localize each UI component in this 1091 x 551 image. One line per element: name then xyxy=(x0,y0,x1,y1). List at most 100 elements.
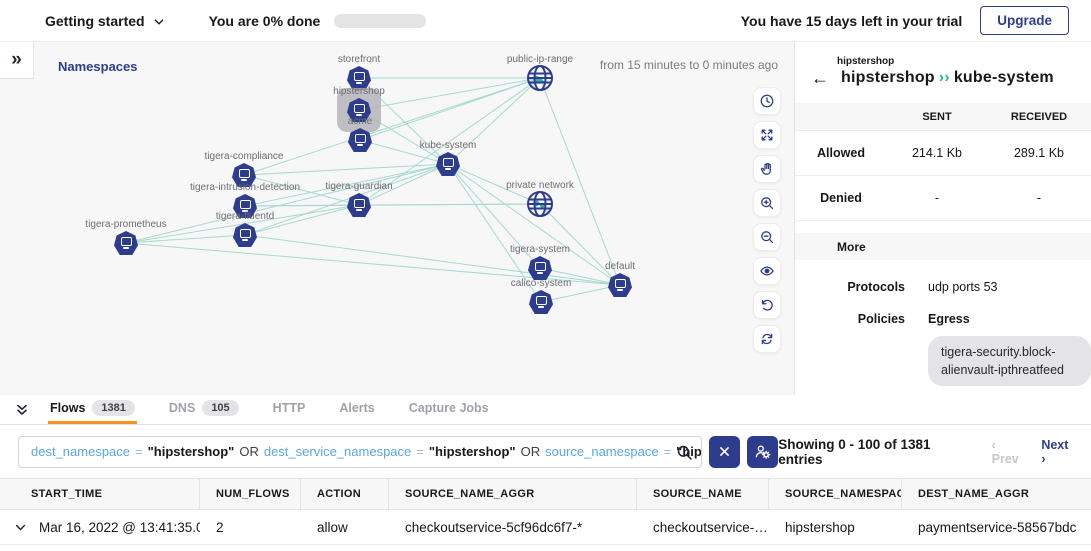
query-token-op: = xyxy=(135,443,143,459)
node-label: acme xyxy=(347,116,373,127)
refresh-icon xyxy=(761,333,773,345)
namespace-icon xyxy=(233,223,257,247)
node-label: public-ip-range xyxy=(506,54,574,65)
column-header-source_name[interactable]: SOURCE_NAME xyxy=(637,479,769,509)
prev-page-button[interactable]: ‹ Prev xyxy=(991,437,1019,466)
pan-hand-icon xyxy=(760,162,771,175)
column-header-action[interactable]: ACTION xyxy=(301,479,389,509)
egress-label: Egress xyxy=(928,312,970,326)
row-expander[interactable] xyxy=(14,521,27,534)
policies-label: Policies xyxy=(857,312,905,326)
getting-started-label: Getting started xyxy=(45,12,145,29)
cell: paymentservice-58567bdc xyxy=(918,519,1077,535)
search-icon xyxy=(676,444,693,466)
time-range-label: from 15 minutes to 0 minutes ago xyxy=(599,58,778,72)
query-token-keyword: OR xyxy=(520,443,541,459)
query-token-op: = xyxy=(663,443,672,459)
query-settings-button[interactable] xyxy=(747,435,779,468)
trial-countdown: You have 15 days left in your trial xyxy=(740,12,963,29)
progress-bar xyxy=(334,13,427,28)
next-page-button[interactable]: Next › xyxy=(1041,437,1069,466)
column-header-num_flows[interactable]: NUM_FLOWS xyxy=(200,479,301,509)
progress-label: You are 0% done xyxy=(208,12,321,29)
namespace-icon xyxy=(347,193,371,217)
namespace-icon xyxy=(233,194,257,218)
clock-button[interactable] xyxy=(753,87,781,115)
protocols-label: Protocols xyxy=(847,280,905,294)
pan-hand-button[interactable] xyxy=(753,155,781,183)
fit-screen-button[interactable] xyxy=(753,121,781,149)
tab-label: Flows xyxy=(50,401,86,415)
zoom-out-button[interactable] xyxy=(753,223,781,251)
upgrade-button[interactable]: Upgrade xyxy=(980,6,1069,35)
tab-capture-jobs[interactable]: Capture Jobs xyxy=(407,395,491,424)
eye-button[interactable] xyxy=(753,257,781,285)
tab-label: DNS xyxy=(168,401,196,415)
column-header-source_namespace[interactable]: SOURCE_NAMESPACE xyxy=(769,479,902,509)
tab-http[interactable]: HTTP xyxy=(271,395,308,424)
policy-pill[interactable]: tigera-security.block-alienvault-ipthrea… xyxy=(928,336,1091,387)
more-section-header: More xyxy=(795,233,1091,260)
network-globe-icon xyxy=(525,189,555,219)
back-arrow-button[interactable]: ← xyxy=(811,68,829,88)
cell: 2 xyxy=(216,519,224,535)
tab-label: Capture Jobs xyxy=(408,401,489,415)
graph-toolbar xyxy=(753,87,781,353)
namespace-icon xyxy=(347,98,371,122)
namespace-icon xyxy=(232,163,256,187)
zoom-out-icon xyxy=(761,231,774,244)
undo-button[interactable] xyxy=(753,291,781,319)
zoom-in-button[interactable] xyxy=(753,189,781,217)
expand-sidebar-button[interactable]: » xyxy=(0,42,34,79)
tab-alerts[interactable]: Alerts xyxy=(337,395,376,424)
column-header-dest_name_aggr[interactable]: DEST_NAME_AGGR xyxy=(918,488,1030,500)
received-column-header: RECEIVED xyxy=(1010,110,1068,123)
graph-title: Namespaces xyxy=(58,59,138,74)
flow-row[interactable]: Mar 16, 2022 @ 13:41:35.0002allowcheckou… xyxy=(0,510,1091,545)
column-header-start_time[interactable]: START_TIME xyxy=(0,479,200,509)
cell: hipstershop xyxy=(785,519,855,535)
node-label: hipstershop xyxy=(333,86,385,97)
node-label: calico-system xyxy=(510,278,572,289)
clock-icon xyxy=(760,94,774,108)
chevron-down-icon xyxy=(154,18,163,25)
namespace-icon xyxy=(608,273,632,297)
tab-dns[interactable]: DNS 105 xyxy=(167,395,241,424)
query-token-op: = xyxy=(416,443,424,459)
sent-column-header: SENT xyxy=(922,110,952,123)
query-token-keyword: OR xyxy=(239,443,259,459)
namespace-icon xyxy=(436,152,460,176)
chevron-down-icon xyxy=(15,524,26,530)
collapse-panel-button[interactable] xyxy=(14,395,30,424)
breadcrumb: hipstershop xyxy=(837,56,895,67)
user-gear-icon xyxy=(755,445,771,459)
column-header-source_name_aggr[interactable]: SOURCE_NAME_AGGR xyxy=(389,479,637,509)
node-label: storefront xyxy=(337,54,381,65)
panel-title: hipstershop››kube-system xyxy=(841,69,1054,86)
node-label: tigera-fluentd xyxy=(215,211,275,222)
tab-count-badge: 105 xyxy=(202,400,239,416)
edge-detail-panel: hipstershop ← hipstershop››kube-system S… xyxy=(795,42,1091,395)
cell: checkoutservice-… xyxy=(653,519,768,535)
policy-pill-list: tigera-security.block-alienvault-ipthrea… xyxy=(928,336,1091,395)
clear-query-button[interactable] xyxy=(708,435,741,468)
getting-started-menu[interactable]: Getting started xyxy=(45,13,165,29)
namespace-icon xyxy=(347,66,371,90)
eye-icon xyxy=(760,266,774,276)
double-chevron-down-icon xyxy=(17,404,27,415)
cell-start-time: Mar 16, 2022 @ 13:41:35.000 xyxy=(39,519,200,535)
namespace-icon xyxy=(529,290,553,314)
query-token-value: "hipstershop" xyxy=(428,443,516,459)
namespace-icon xyxy=(528,256,552,280)
network-globe-icon xyxy=(525,63,555,93)
refresh-button[interactable] xyxy=(753,325,781,353)
node-label: tigera-compliance xyxy=(204,151,284,162)
top-bar: Getting started You are 0% done You have… xyxy=(0,0,1091,42)
query-token-field: dest_service_namespace xyxy=(263,443,412,459)
namespace-icon xyxy=(114,231,138,255)
